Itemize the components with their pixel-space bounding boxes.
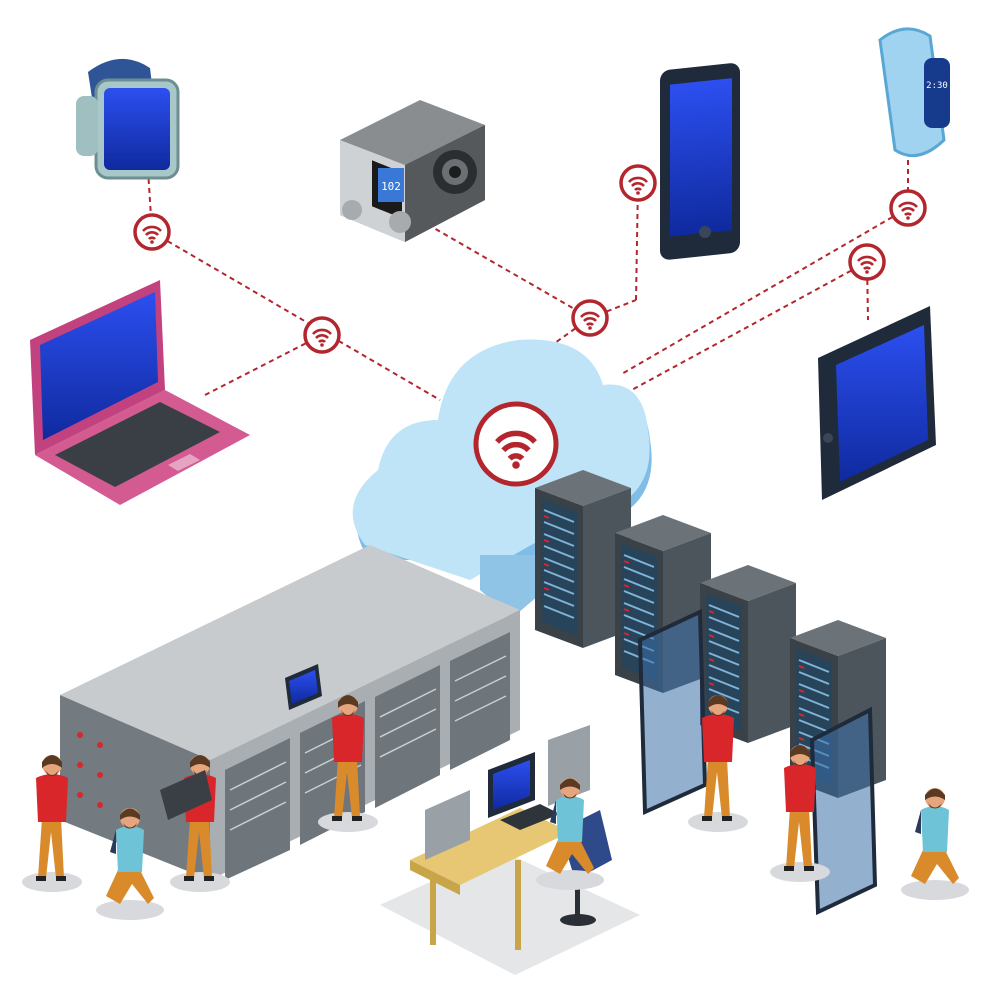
rack-door xyxy=(637,608,878,916)
action-camera-icon: 102 xyxy=(340,100,485,242)
tablet-icon xyxy=(818,306,936,500)
smartphone-icon xyxy=(660,63,740,260)
wifi-icon xyxy=(303,316,341,354)
workstation-icon xyxy=(380,725,640,975)
wifi-icon xyxy=(848,243,886,281)
band-display: 2:30 xyxy=(926,81,948,91)
camera-display: 102 xyxy=(381,180,401,193)
laptop-icon xyxy=(30,280,250,505)
wifi-icon xyxy=(889,189,927,227)
wifi-icon xyxy=(571,299,609,337)
smartwatch-icon xyxy=(76,58,180,180)
wifi-icon xyxy=(133,213,171,251)
technician-icon xyxy=(901,788,969,900)
laptop-icon xyxy=(160,664,322,820)
wifi-icon xyxy=(619,164,657,202)
wifi-icon xyxy=(495,430,537,469)
fitness-band-icon: 2:30 xyxy=(878,27,950,158)
